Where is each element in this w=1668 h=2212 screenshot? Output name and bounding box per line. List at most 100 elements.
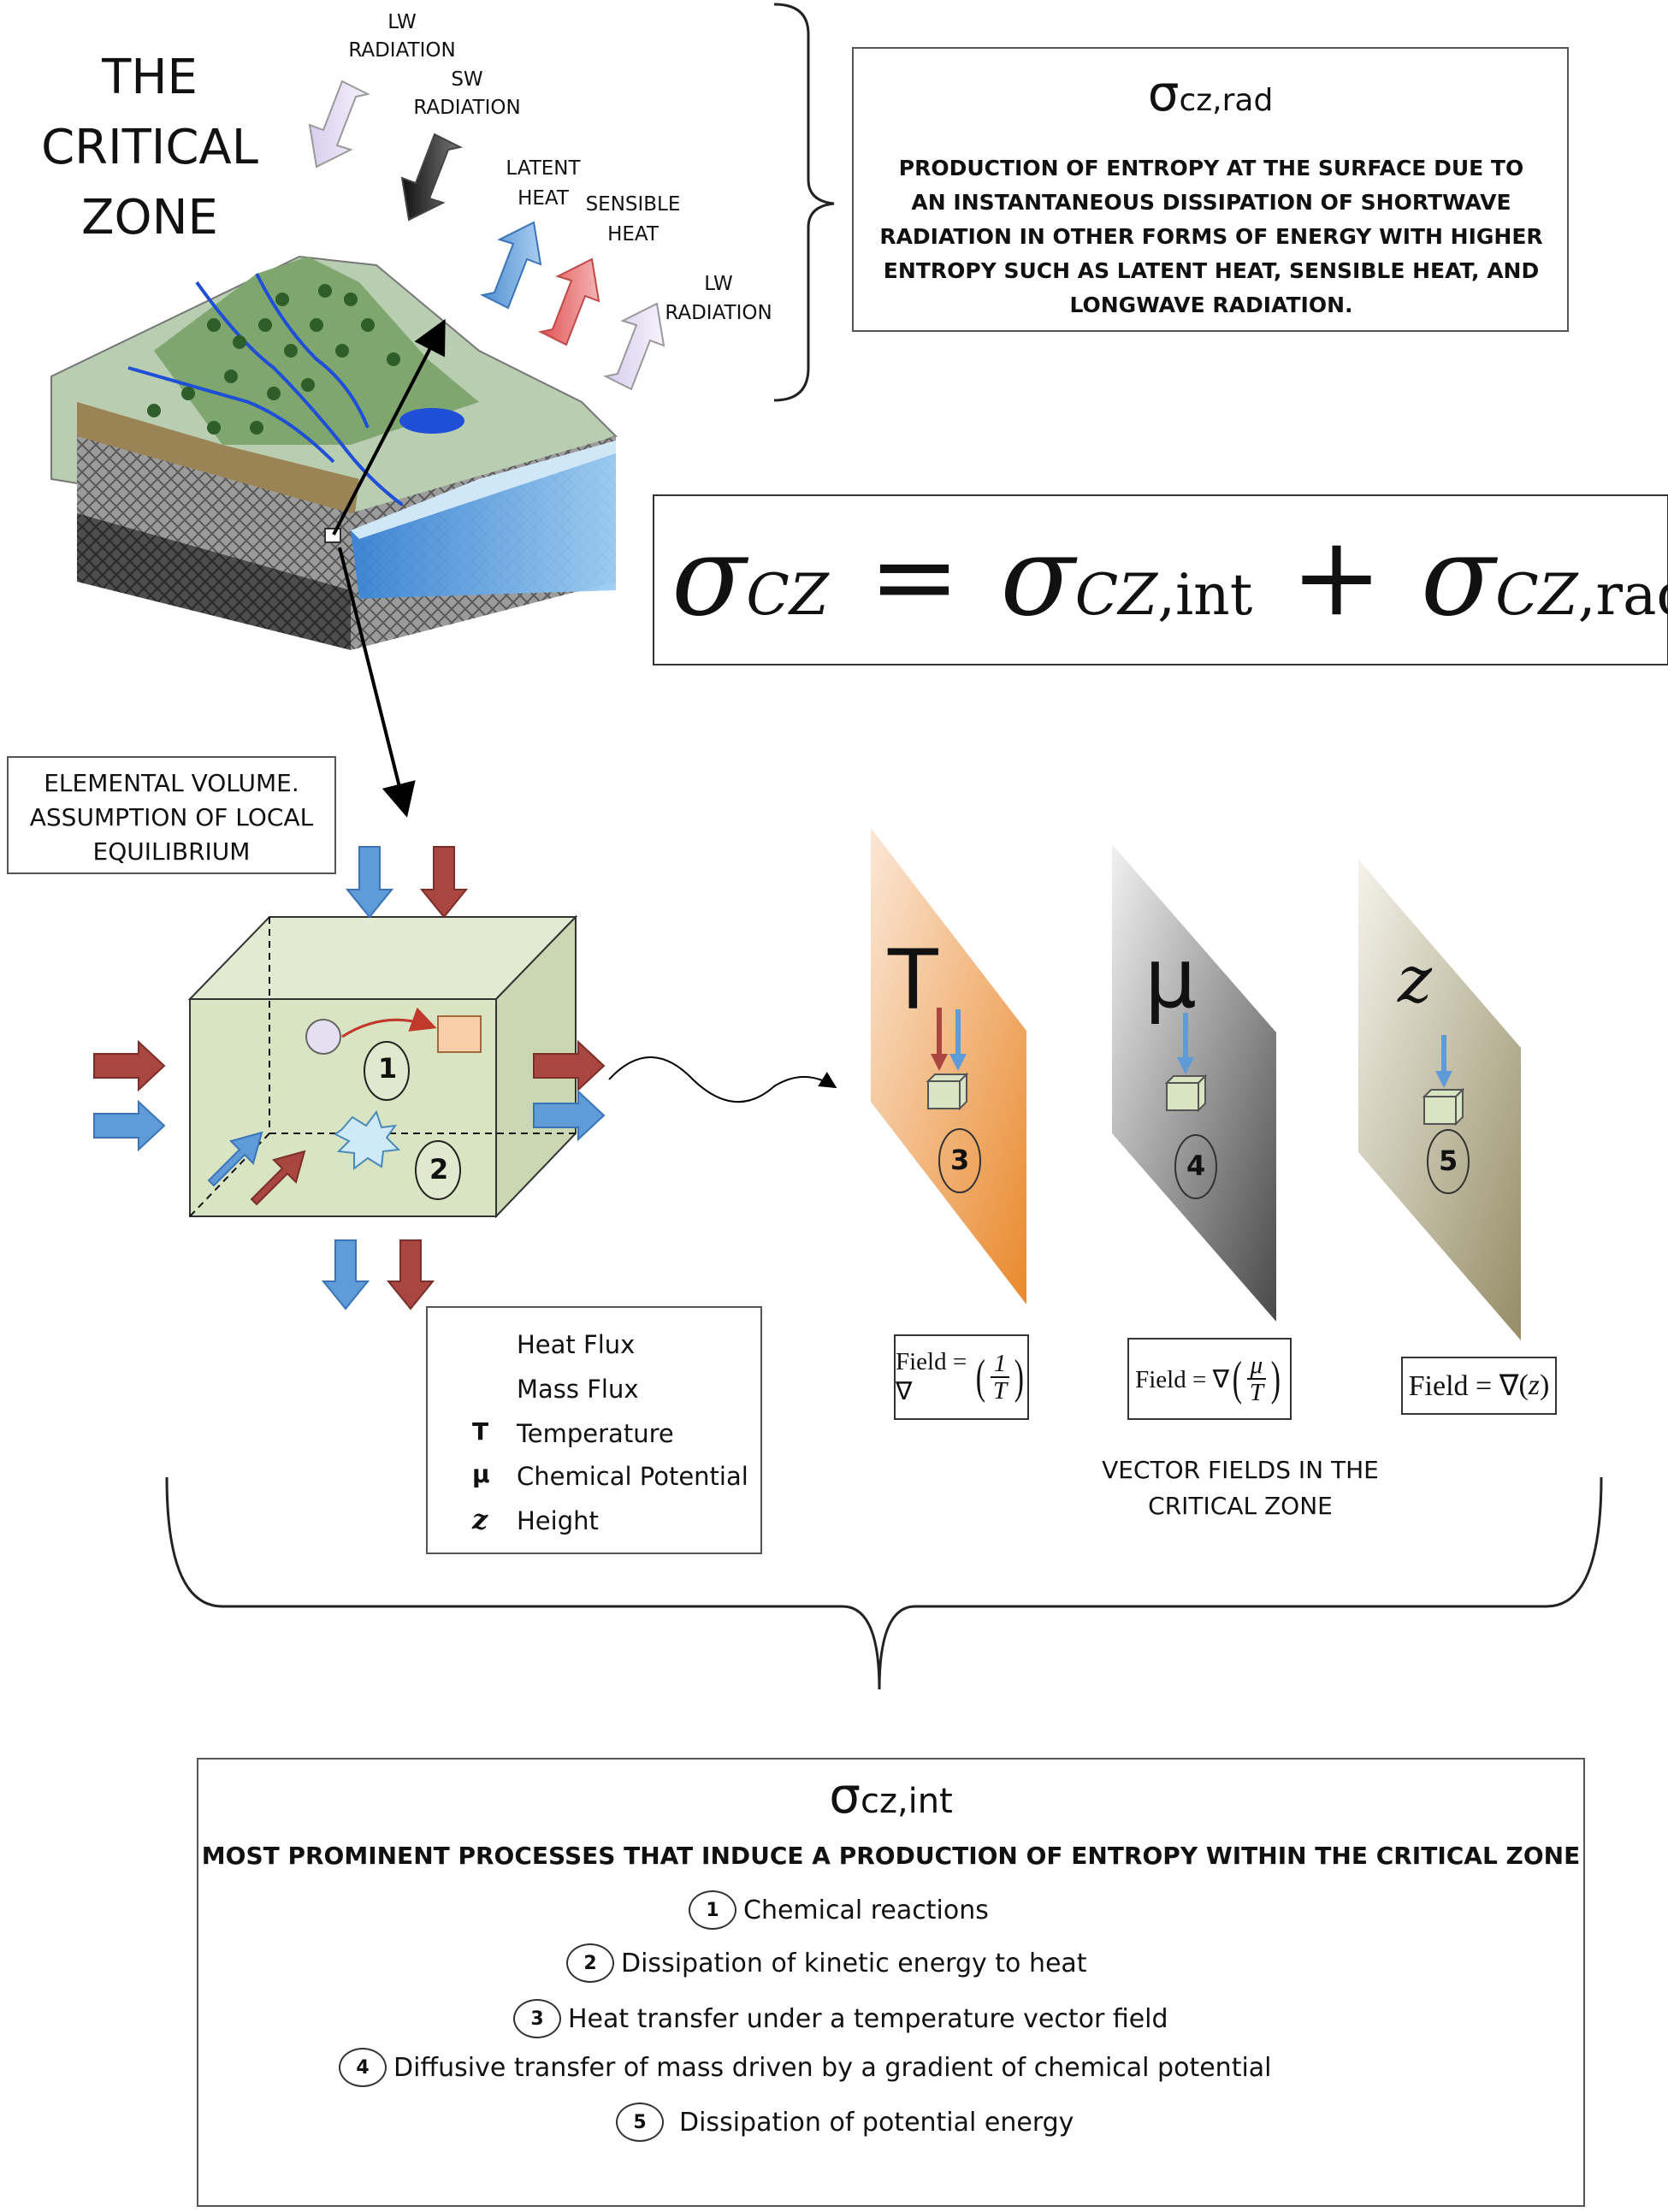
label-line: LW — [704, 273, 733, 295]
label-line: RADIATION — [413, 97, 521, 119]
bottom-brace — [165, 1476, 1603, 1690]
sigma-glyph: σ — [1147, 64, 1180, 122]
field-arg: z — [1528, 1369, 1541, 1401]
field-formula-height: Field = ∇(z) — [1401, 1357, 1557, 1415]
eq-sigma: σ — [1000, 513, 1075, 641]
process-number: 4 — [339, 2048, 387, 2087]
panel-number-3: 3 — [950, 1144, 970, 1176]
eq-sub: CZ — [1495, 562, 1578, 628]
process-text: Diffusive transfer of mass driven by a g… — [393, 2052, 1272, 2083]
title-line: THE — [102, 50, 198, 105]
legend-mass-flux: Mass Flux — [517, 1375, 639, 1404]
elemental-line: ASSUMPTION OF LOCAL — [29, 803, 314, 831]
connector-arrow-up — [332, 318, 446, 535]
legend-temperature: Temperature — [517, 1419, 674, 1448]
panel-arrows — [931, 1008, 1452, 1088]
lw-in-arrow — [308, 80, 370, 169]
field-num: μ — [1246, 1351, 1267, 1380]
legend-symbol-mu: μ — [472, 1460, 490, 1488]
elemental-line: ELEMENTAL VOLUME. — [44, 769, 299, 797]
process-1: 1 Chemical reactions — [689, 1890, 989, 1930]
legend-symbol-T: T — [472, 1417, 489, 1446]
elemental-line: EQUILIBRIUM — [92, 837, 251, 866]
paren-open: ( — [1232, 1352, 1242, 1405]
equation: σCZ = σCZ,int + σCZ,rad — [671, 513, 1668, 659]
panel-symbol-T: T — [888, 932, 938, 1028]
field-den: T — [1249, 1379, 1263, 1406]
latent-heat-arrow — [480, 221, 542, 310]
panel-number-ovals — [938, 1128, 1470, 1199]
field-den: T — [993, 1377, 1008, 1405]
eq-equals: = — [868, 513, 961, 641]
label-line: HEAT — [518, 187, 569, 210]
paren-close: ) — [1014, 1351, 1025, 1404]
eq-suffix: ,rad — [1577, 562, 1668, 628]
label-sw-in: SW RADIATION — [407, 66, 527, 122]
process-text: Dissipation of kinetic energy to heat — [621, 1948, 1087, 1978]
sigma-rad-symbol: σcz,rad — [854, 64, 1567, 122]
paren-open: ( — [975, 1351, 986, 1404]
paren-open: ( — [1518, 1369, 1529, 1401]
process-4: 4 Diffusive transfer of mass driven by a… — [339, 2048, 1272, 2087]
label-line: LATENT — [506, 157, 581, 180]
eq-suffix: ,int — [1157, 562, 1253, 628]
sw-in-arrow — [400, 133, 463, 222]
title-line: ZONE — [81, 190, 218, 245]
sigma-subscript: cz,rad — [1179, 83, 1274, 118]
eq-sub: CZ — [1074, 562, 1158, 628]
sigma-glyph: σ — [829, 1766, 861, 1825]
process-number: 3 — [513, 1999, 561, 2038]
process-3: 3 Heat transfer under a temperature vect… — [513, 1999, 1168, 2038]
panel-temperature — [871, 828, 1026, 1304]
label-line: SW — [451, 68, 483, 91]
process-number: 1 — [689, 1890, 736, 1930]
label-line: LW — [387, 11, 417, 33]
panel-number-4: 4 — [1186, 1150, 1206, 1182]
process-5: 5 Dissipation of potential energy — [616, 2103, 1074, 2142]
field-prefix: Field = ∇ — [896, 1348, 967, 1405]
eq-sub: CZ — [746, 562, 829, 628]
process-text: Chemical reactions — [743, 1895, 989, 1925]
cube-label-2: 2 — [429, 1153, 449, 1186]
sigma-int-symbol: σcz,int — [198, 1766, 1583, 1825]
legend-height: Height — [517, 1506, 599, 1535]
cube-flux-arrows — [93, 846, 606, 1310]
vector-fields-caption: VECTOR FIELDS IN THE CRITICAL ZONE — [1026, 1452, 1454, 1524]
paren-close: ) — [1270, 1352, 1281, 1405]
lw-out-arrow — [603, 302, 665, 391]
legend-chemical-potential: Chemical Potential — [517, 1462, 748, 1491]
eq-plus: + — [1290, 513, 1383, 641]
panel-number-5: 5 — [1439, 1144, 1458, 1177]
label-line: RADIATION — [665, 302, 772, 324]
connector-arrow-down — [338, 547, 416, 818]
field-prefix: Field = ∇ — [1135, 1365, 1229, 1393]
caption-line: CRITICAL ZONE — [1148, 1492, 1333, 1520]
title-line: CRITICAL — [41, 120, 258, 175]
top-brace — [773, 3, 835, 402]
paren-close: ) — [1540, 1369, 1550, 1401]
process-2: 2 Dissipation of kinetic energy to heat — [566, 1943, 1087, 1983]
panel-symbol-z: z — [1398, 941, 1433, 1017]
label-line: HEAT — [607, 223, 659, 245]
label-lw-out: LW RADIATION — [659, 269, 778, 328]
legend-heat-flux: Heat Flux — [517, 1330, 636, 1359]
panel-mini-cubes — [926, 1072, 1465, 1127]
title: THE CRITICAL ZONE — [34, 43, 265, 253]
process-number: 2 — [566, 1943, 614, 1983]
label-line: SENSIBLE — [585, 193, 681, 216]
sigma-subscript: cz,int — [860, 1782, 953, 1821]
sigma-rad-box: σcz,rad PRODUCTION OF ENTROPY AT THE SUR… — [852, 47, 1569, 332]
caption-line: VECTOR FIELDS IN THE — [1102, 1456, 1379, 1484]
sigma-int-heading: MOST PROMINENT PROCESSES THAT INDUCE A P… — [201, 1842, 1581, 1870]
sigma-int-box: σcz,int MOST PROMINENT PROCESSES THAT IN… — [197, 1758, 1585, 2207]
eq-sigma: σ — [1420, 513, 1496, 641]
landscape-illustration — [50, 255, 618, 650]
label-latent-heat: LATENT HEAT — [492, 154, 594, 214]
label-line: RADIATION — [348, 39, 456, 62]
sigma-rad-description: PRODUCTION OF ENTROPY AT THE SURFACE DUE… — [879, 156, 1543, 317]
